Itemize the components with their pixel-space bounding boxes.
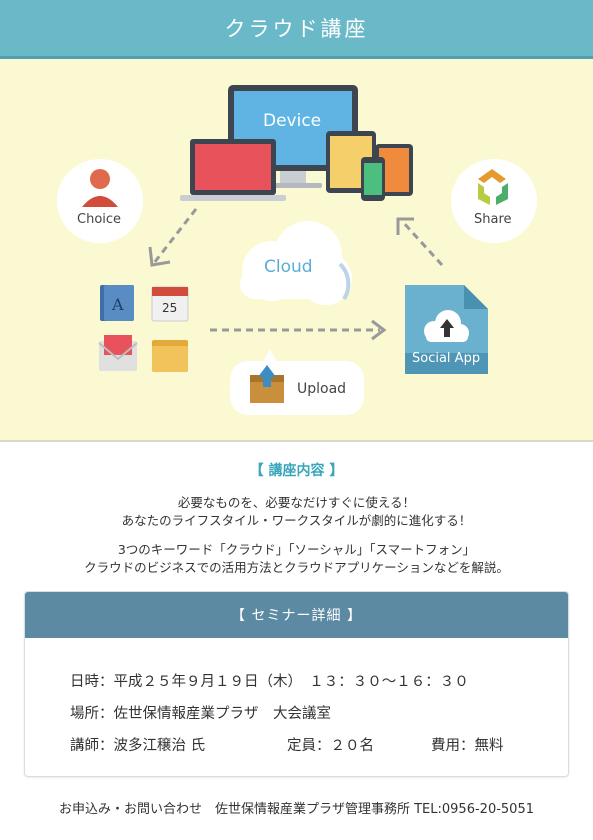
hero-graphics (82, 85, 508, 415)
social-app-icon (405, 285, 488, 374)
social-app-label: Social App (412, 351, 481, 366)
phone-icon (361, 157, 385, 201)
choice-label: Choice (77, 212, 122, 227)
intro-line-3: 3つのキーワード「クラウド」「ソーシャル」「スマートフォン」 (117, 542, 476, 557)
cloud-shape (240, 221, 352, 305)
seminar-capacity: 定員：２０名 (287, 738, 374, 754)
page-title: クラウド講座 (224, 17, 369, 41)
seminar-place: 場所：佐世保情報産業プラザ 大会議室 (70, 706, 331, 722)
mail-icon (98, 335, 138, 371)
seminar-details-title: 【 セミナー詳細 】 (25, 592, 568, 638)
section-title: 【 講座内容 】 (249, 463, 344, 479)
seminar-datetime: 日時：平成２５年９月１９日（木） １３：３０〜１６：３０ (70, 674, 469, 690)
book-letter: A (112, 295, 124, 314)
arrow-device-to-apps (152, 208, 198, 264)
share-label: Share (474, 212, 512, 227)
page-header: クラウド講座 (0, 0, 593, 59)
upload-box-icon (250, 365, 284, 403)
upload-label: Upload (297, 381, 347, 397)
seminar-fee: 費用：無料 (431, 738, 504, 754)
arrow-social-to-device (400, 219, 444, 267)
contact-footer: お申込み・お問い合わせ 佐世保情報産業プラザ管理事務所 TEL:0956-20-… (58, 802, 534, 817)
calendar-icon (151, 286, 189, 322)
person-icon (82, 169, 118, 207)
share-icon (478, 169, 508, 205)
calendar-day: 25 (162, 301, 178, 315)
seminar-details-card: 【 セミナー詳細 】 日時：平成２５年９月１９日（木） １３：３０〜１６：３０ … (24, 591, 569, 777)
hero-illustration: Device Choice Share Cloud A 25 Social Ap… (0, 59, 593, 442)
folder-icon (152, 340, 188, 372)
intro-line-2: あなたのライフスタイル・ワークスタイルが劇的に進化する！ (121, 513, 472, 528)
intro-line-4: クラウドのビジネスでの活用方法とクラウドアプリケーションなどを解説。 (84, 560, 509, 575)
device-label: Device (263, 111, 322, 131)
book-icon (100, 285, 134, 321)
seminar-lecturer: 講師：波多江穣治 氏 (70, 738, 206, 754)
laptop-icon (180, 139, 286, 201)
intro-line-1: 必要なものを、必要なだけすぐに使える！ (177, 495, 416, 510)
cloud-label: Cloud (264, 257, 313, 277)
